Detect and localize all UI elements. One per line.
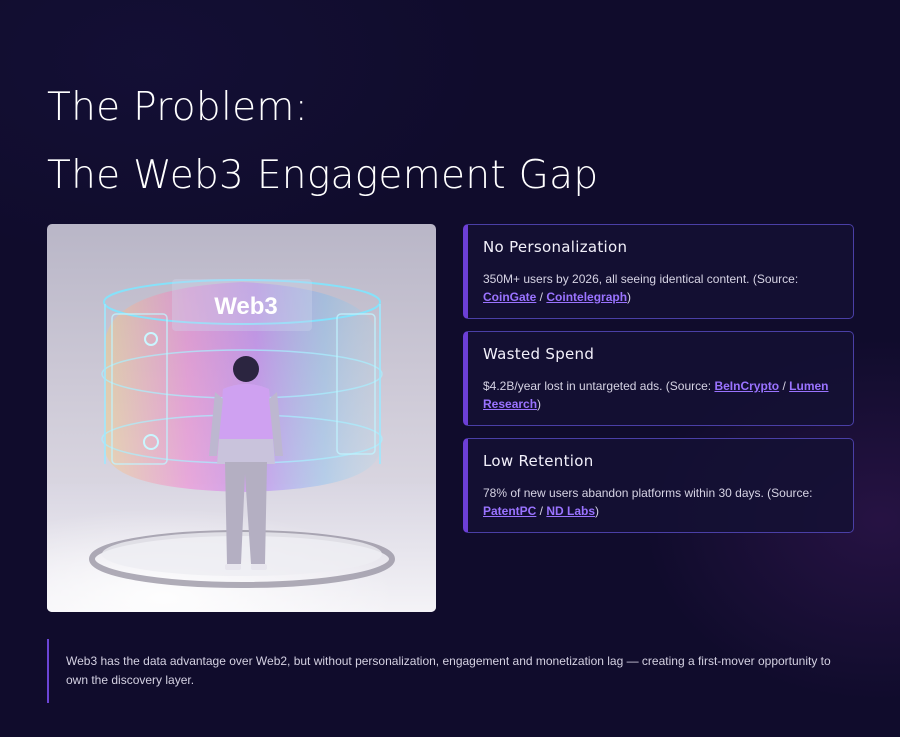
card-low-retention: Low Retention 78% of new users abandon p… [463, 438, 854, 533]
card-heading: Wasted Spend [483, 345, 595, 363]
card-separator: / [536, 504, 547, 518]
web3-hologram-illustration: Web3 [47, 279, 436, 612]
source-link-cointelegraph[interactable]: Cointelegraph [546, 290, 628, 304]
card-text: $4.2B/year lost in untargeted ads. (Sour… [483, 377, 839, 413]
source-link-nd-labs[interactable]: ND Labs [546, 504, 596, 518]
card-text-before: 350M+ users by 2026, all seeing identica… [483, 272, 799, 286]
hero-image: Web3 [47, 224, 436, 612]
page-title: The Problem: The Web3 Engagement Gap [47, 74, 598, 210]
card-separator: / [536, 290, 547, 304]
source-link-lumen-research[interactable]: Lumen Research [483, 379, 829, 411]
web3-label: Web3 [214, 293, 278, 320]
card-text-after: ) [627, 290, 632, 304]
card-text-after: ) [537, 397, 542, 411]
source-link-coingate[interactable]: CoinGate [483, 290, 537, 304]
source-link-beincrypto[interactable]: BeInCrypto [714, 379, 780, 393]
card-heading: No Personalization [483, 238, 628, 256]
card-text-after: ) [595, 504, 600, 518]
card-heading: Low Retention [483, 452, 594, 470]
title-line-2: The Web3 Engagement Gap [47, 153, 599, 198]
card-separator: / [779, 379, 790, 393]
card-wasted-spend: Wasted Spend $4.2B/year lost in untarget… [463, 331, 854, 426]
problem-cards: No Personalization 350M+ users by 2026, … [463, 224, 854, 545]
title-line-1: The Problem: [47, 85, 309, 130]
card-text: 78% of new users abandon platforms withi… [483, 484, 839, 520]
card-text: 350M+ users by 2026, all seeing identica… [483, 270, 839, 306]
card-no-personalization: No Personalization 350M+ users by 2026, … [463, 224, 854, 319]
summary-quote: Web3 has the data advantage over Web2, b… [47, 639, 855, 703]
card-text-before: $4.2B/year lost in untargeted ads. (Sour… [483, 379, 715, 393]
card-text-before: 78% of new users abandon platforms withi… [483, 486, 813, 500]
source-link-patentpc[interactable]: PatentPC [483, 504, 537, 518]
